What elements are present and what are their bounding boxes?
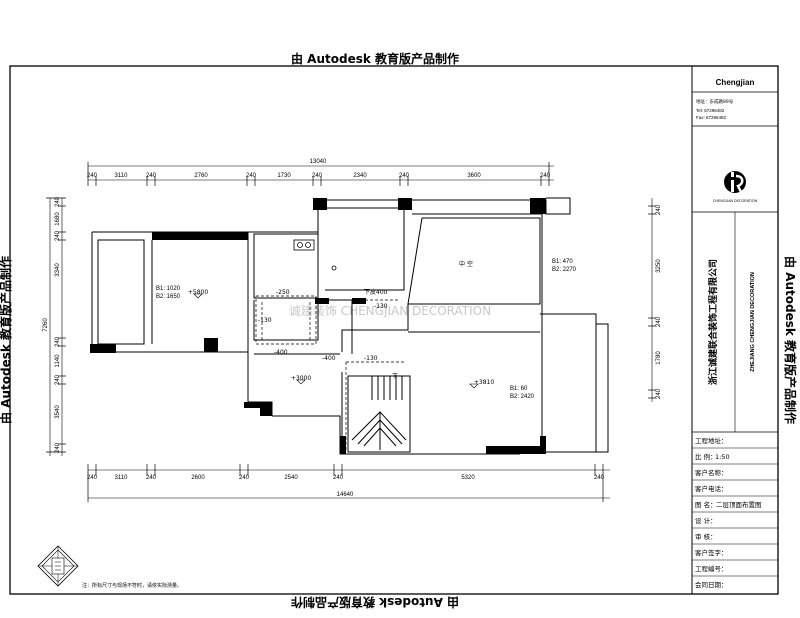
note-room-b-b1: B1: 470 xyxy=(552,259,573,265)
label-soffit-400: 下皮400 xyxy=(364,288,388,296)
note-room-c-b1: B1: 60 xyxy=(510,386,528,392)
dim-bottom-5: 2540 xyxy=(284,475,298,481)
label-minus-130-c: -130 xyxy=(364,355,378,362)
field-label-drawing-name: 图 名： xyxy=(695,500,717,509)
field-label-client-name: 客户名称： xyxy=(695,468,728,477)
compass-icon xyxy=(37,545,79,587)
dim-left-6: 240 xyxy=(55,374,61,385)
field-label-scale: 比 例： xyxy=(695,452,717,461)
dim-top-total: 13040 xyxy=(310,159,327,165)
dim-bottom-total: 14640 xyxy=(337,492,354,498)
dim-left-3: 3340 xyxy=(55,263,61,277)
field-label-project-number: 工程编号： xyxy=(695,564,728,573)
dim-right-2: 240 xyxy=(656,316,662,327)
dim-left-7: 3540 xyxy=(55,405,61,419)
label-minus-400-b: -400 xyxy=(322,355,336,362)
company-logo-icon xyxy=(724,171,746,195)
pendant-light-icon xyxy=(331,265,337,271)
room-notes: B1: 1020 B2: 1650 B1: 470 B2: 2270 B1: 6… xyxy=(156,259,577,400)
kitchen-stove-icon xyxy=(293,239,315,251)
dim-top-9: 3600 xyxy=(467,173,481,179)
dim-top-7: 2340 xyxy=(353,173,367,179)
field-label-reviewer: 审 核： xyxy=(695,532,717,541)
dimension-ticks xyxy=(46,162,656,502)
title-block-fax: Fax: 67296482 xyxy=(696,115,727,120)
dim-top-6: 240 xyxy=(312,173,323,179)
dim-left-8: 240 xyxy=(55,442,61,453)
label-ceiling-5800: +5800 xyxy=(188,289,208,296)
dim-top-1: 3110 xyxy=(115,173,129,179)
watermark-left: 由 Autodesk 教育版产品制作 xyxy=(0,256,13,424)
room-labels: 中 空 +5800 +3000 +3810 下皮400 -250 -130 -4… xyxy=(188,260,494,389)
title-block-tel: Tel: 67296482 xyxy=(696,108,725,113)
title-block-fields: 工程地址： 比 例： 1:50 客户名称： 客户电话： 图 名： 二层顶面布置图… xyxy=(692,436,778,589)
dim-left-5: 1140 xyxy=(55,354,61,368)
level-marker-icon xyxy=(469,383,479,389)
dim-left-0: 240 xyxy=(55,196,61,207)
label-minus-250: -250 xyxy=(276,289,290,296)
watermark-right: 由 Autodesk 教育版产品制作 xyxy=(783,256,798,424)
bottom-dimensions: 240 3110 240 2600 240 2540 240 5320 240 … xyxy=(87,475,605,498)
floor-plan xyxy=(90,197,609,455)
title-block-logo-caption: CHENGJIAN DECORATION xyxy=(713,199,758,203)
watermark-top: 由 Autodesk 教育版产品制作 xyxy=(291,51,459,66)
dim-top-0: 240 xyxy=(87,173,98,179)
level-marker-icon xyxy=(296,379,306,385)
label-minus-130-a: -130 xyxy=(258,317,272,324)
field-label-project-address: 工程地址： xyxy=(695,436,728,445)
dim-left-4: 240 xyxy=(55,336,61,347)
label-ceiling-3810: +3810 xyxy=(474,379,494,386)
right-dimensions: 240 3250 240 1780 240 xyxy=(656,204,662,399)
dim-top-2: 240 xyxy=(146,173,157,179)
title-block-company-cn: 浙江诚建联合装饰工程有限公司 xyxy=(707,259,719,385)
label-minus-130-b: -130 xyxy=(374,303,388,310)
dim-right-1: 3250 xyxy=(656,259,662,273)
dim-top-5: 1730 xyxy=(277,173,291,179)
dim-left-2: 240 xyxy=(55,230,61,241)
dim-right-4: 240 xyxy=(656,388,662,399)
dim-bottom-6: 240 xyxy=(333,475,344,481)
label-stair-down: 下 xyxy=(392,373,398,380)
footnote: 注：所标尺寸与现场不符时，请依实际测量。 xyxy=(82,582,182,589)
field-value-drawing-name: 二层顶面布置图 xyxy=(716,500,762,509)
dim-bottom-4: 240 xyxy=(239,475,250,481)
note-room-a-b1: B1: 1020 xyxy=(156,286,181,292)
dim-left-1: 1680 xyxy=(55,212,61,226)
label-void: 中 空 xyxy=(459,260,473,268)
dimension-lines xyxy=(49,165,653,499)
field-label-client-signature: 客户签字： xyxy=(695,548,728,557)
title-block-address: 地址：东成路89号 xyxy=(696,98,734,105)
dim-top-10: 240 xyxy=(540,173,551,179)
dim-bottom-2: 240 xyxy=(146,475,157,481)
field-label-designer: 设 计： xyxy=(695,516,717,525)
field-label-contract-date: 会同日期： xyxy=(695,580,728,589)
title-block: Chengjian 地址：东成路89号 Tel: 67296482 Fax: 6… xyxy=(691,65,779,595)
dim-bottom-8: 240 xyxy=(594,475,605,481)
note-room-a-b2: B2: 1650 xyxy=(156,294,181,300)
watermark-center: 诚建装饰 CHENGJIAN DECORATION xyxy=(289,304,491,318)
level-marker-icon xyxy=(193,293,203,299)
dim-top-8: 240 xyxy=(399,173,410,179)
top-dimensions: 13040 240 3110 240 2760 240 1730 240 234… xyxy=(87,159,551,179)
dim-bottom-3: 2600 xyxy=(191,475,205,481)
label-minus-400-a: -400 xyxy=(274,349,288,356)
field-value-scale: 1:50 xyxy=(715,453,730,461)
note-room-b-b2: B2: 2270 xyxy=(552,267,577,273)
label-ceiling-3000: +3000 xyxy=(291,375,311,382)
watermark-bottom: 由 Autodesk 教育版产品制作 xyxy=(291,595,459,610)
dim-left-total: 7260 xyxy=(43,318,49,332)
dim-top-4: 240 xyxy=(246,173,257,179)
note-room-c-b2: B2: 2420 xyxy=(510,394,535,400)
dim-right-3: 1780 xyxy=(656,351,662,365)
dim-bottom-0: 240 xyxy=(87,475,98,481)
left-dimensions: 7260 240 1680 240 3340 240 1140 240 3540… xyxy=(43,196,61,453)
dim-top-3: 2760 xyxy=(194,173,208,179)
field-label-client-phone: 客户电话： xyxy=(695,484,728,493)
title-block-company-en: ZHEJIANG CHENGJIAN DECORATION xyxy=(750,272,756,372)
dim-right-0: 240 xyxy=(656,204,662,215)
dim-bottom-7: 5320 xyxy=(461,475,475,481)
title-block-brand: Chengjian xyxy=(716,78,755,87)
dim-bottom-1: 3110 xyxy=(115,475,129,481)
